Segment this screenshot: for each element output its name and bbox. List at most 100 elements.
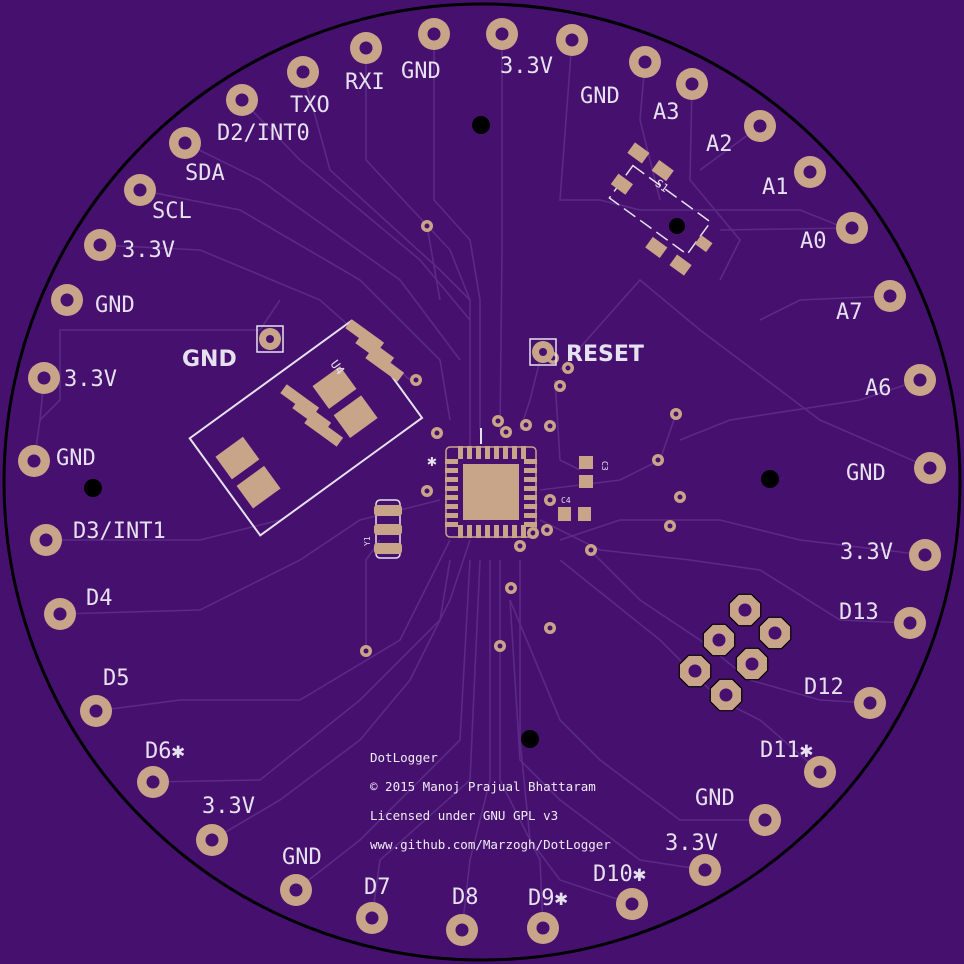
via-hole xyxy=(565,365,571,371)
c4-pad xyxy=(558,507,571,521)
mcu-pin xyxy=(524,522,537,527)
pin-label-3v3-left-upper: 3.3V xyxy=(122,238,175,263)
mcu-pin xyxy=(467,525,472,538)
mcu-thermal-pad xyxy=(463,464,519,520)
mounting-hole xyxy=(521,730,539,748)
y1-crystal xyxy=(374,499,402,559)
reset-big-label: RESET xyxy=(566,342,644,367)
mcu-pin xyxy=(524,495,537,500)
c4-pad xyxy=(578,507,591,521)
s1-designator: S1 xyxy=(653,177,671,195)
via-hole xyxy=(677,494,683,500)
pin-label-gnd-right: GND xyxy=(846,461,886,486)
edge-pad-hole xyxy=(205,833,219,847)
mcu-pin xyxy=(494,525,499,538)
mcu-pin xyxy=(445,468,458,473)
edge-pad-hole xyxy=(685,77,699,91)
s1-switch xyxy=(608,142,713,276)
icsp-pad-hole xyxy=(738,603,752,617)
mcu-pin xyxy=(445,495,458,500)
c3-designator: C3 xyxy=(600,461,609,471)
edge-pad-hole xyxy=(536,921,550,935)
pin-label-txo: TXO xyxy=(290,93,330,118)
edge-pad-hole xyxy=(495,27,509,41)
mcu-pin xyxy=(512,525,517,538)
s1-hole xyxy=(669,218,685,234)
c3-pad xyxy=(579,475,593,488)
edge-pad-hole xyxy=(427,27,441,41)
c3-capacitor xyxy=(579,456,593,488)
u4-tab xyxy=(312,366,357,409)
gnd-test-pad-hole xyxy=(266,335,274,343)
u4-tab xyxy=(215,436,260,480)
pin-label-gnd-bottom: GND xyxy=(282,845,322,870)
via-hole xyxy=(588,547,594,553)
edge-pad-hole xyxy=(60,293,74,307)
reset-test-pad xyxy=(529,338,557,366)
mcu-pin xyxy=(503,525,508,538)
pin-label-3v3-bottom-right: 3.3V xyxy=(665,831,718,856)
icsp-header xyxy=(678,593,792,712)
mcu-pin xyxy=(524,459,537,464)
pin-label-gnd-top: GND xyxy=(401,59,441,84)
pin-label-3v3-top: 3.3V xyxy=(500,54,553,79)
mcu-pin xyxy=(445,459,458,464)
edge-pad-hole xyxy=(359,41,373,55)
edge-pad-hole xyxy=(455,923,469,937)
via-hole xyxy=(547,625,553,631)
edge-pad-hole xyxy=(39,533,53,547)
pin-label-a2: A2 xyxy=(706,132,733,157)
pin-label-sda: SDA xyxy=(185,161,225,186)
gnd-test-pad xyxy=(256,325,284,353)
mcu-pin xyxy=(524,486,537,491)
pin-label-scl: SCL xyxy=(152,199,192,224)
via-hole xyxy=(667,523,673,529)
mcu-pin xyxy=(445,477,458,482)
pin-label-d9: D9✱ xyxy=(528,886,568,911)
via-hole xyxy=(547,497,553,503)
pin-label-a6: A6 xyxy=(865,376,892,401)
mcu-pin xyxy=(494,446,499,459)
c4-capacitor xyxy=(558,507,591,521)
mcu-pin xyxy=(445,522,458,527)
edge-pad-hole xyxy=(803,165,817,179)
s1-pad xyxy=(669,254,692,276)
icsp-pad-hole xyxy=(745,657,759,671)
icsp-pad-hole xyxy=(688,664,702,678)
mcu-pin xyxy=(458,525,463,538)
y1-pad xyxy=(374,543,402,554)
credit-title: DotLogger xyxy=(370,750,438,765)
via-hole xyxy=(497,643,503,649)
via-hole xyxy=(503,429,509,435)
mounting-hole xyxy=(84,479,102,497)
s1-pad xyxy=(694,234,713,253)
pin-label-a7: A7 xyxy=(836,300,863,325)
via-hole xyxy=(508,585,514,591)
u4-pin xyxy=(365,349,405,382)
via-hole xyxy=(655,457,661,463)
pin-label-d12: D12 xyxy=(804,675,844,700)
pin1-marker: ✱ xyxy=(427,451,437,470)
edge-pad-hole xyxy=(913,373,927,387)
pin-label-d13: D13 xyxy=(839,600,879,625)
pin-label-d8: D8 xyxy=(452,885,479,910)
via-hole xyxy=(530,530,536,536)
mcu-pin xyxy=(521,525,526,538)
mounting-hole xyxy=(761,470,779,488)
via-hole xyxy=(544,527,550,533)
mcu-pin xyxy=(512,446,517,459)
c3-pad xyxy=(579,456,593,469)
mcu-pin xyxy=(524,504,537,509)
edge-pad-hole xyxy=(918,548,932,562)
via-hole xyxy=(413,377,419,383)
mcu-pin xyxy=(524,468,537,473)
mcu-pin xyxy=(476,446,481,459)
pin-label-gnd-left: GND xyxy=(56,446,96,471)
edge-pad-hole xyxy=(146,775,160,789)
u4-pins xyxy=(280,319,405,447)
edge-pad-hole xyxy=(296,65,310,79)
mcu-pin xyxy=(467,446,472,459)
icsp-pad-hole xyxy=(719,688,733,702)
c4-designator: C4 xyxy=(561,496,571,505)
edge-pad-hole xyxy=(698,863,712,877)
